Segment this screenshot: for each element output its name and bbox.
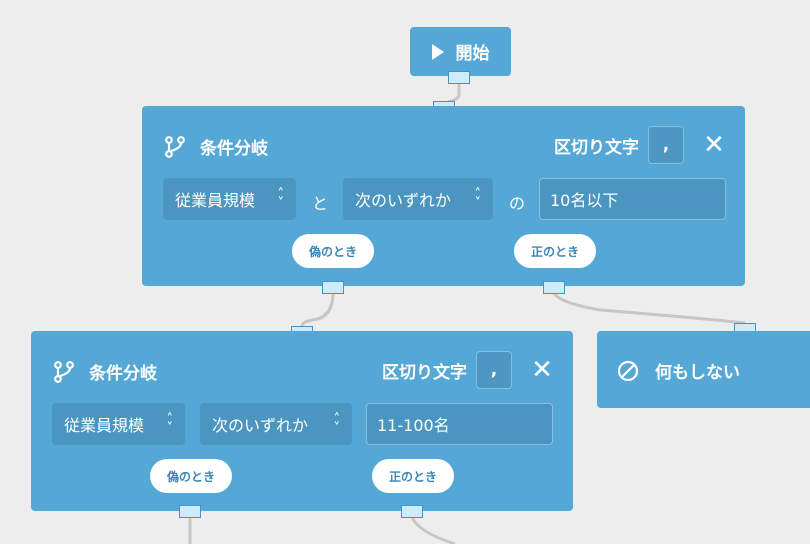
field-select-value: 従業員規模 bbox=[64, 416, 145, 435]
connector-of: の bbox=[509, 194, 526, 213]
match-select-value: 次のいずれか bbox=[212, 416, 309, 435]
branch-icon bbox=[54, 360, 74, 383]
do-nothing-node[interactable]: 何もしない bbox=[597, 331, 810, 408]
separator-label: 区切り文字 bbox=[554, 137, 639, 158]
play-icon bbox=[431, 43, 444, 60]
no-entry-icon bbox=[617, 360, 639, 381]
true-branch-pill[interactable]: 正のとき bbox=[514, 234, 596, 268]
branch-node-1[interactable]: 条件分岐 区切り文字 , ✕ 従業員規模 ˄˅ と 次のいずれか ˄˅ の 10… bbox=[142, 106, 745, 286]
chevron-updown-icon: ˄˅ bbox=[333, 412, 341, 436]
branch-icon bbox=[165, 135, 185, 158]
chevron-updown-icon: ˄˅ bbox=[277, 187, 285, 211]
start-label: 開始 bbox=[455, 44, 490, 64]
value-input[interactable]: 11-100名 bbox=[366, 403, 553, 445]
wire-start-to-branch1 bbox=[444, 82, 461, 105]
branch2-separator-group: 区切り文字 , ✕ bbox=[382, 351, 557, 389]
wire-branch2-true-out bbox=[410, 516, 456, 544]
wire-branch1-true-to-nothing bbox=[552, 292, 746, 325]
branch1-false-port[interactable] bbox=[322, 281, 344, 294]
branch1-separator-group: 区切り文字 , ✕ bbox=[554, 126, 729, 164]
branch-node-2[interactable]: 条件分岐 区切り文字 , ✕ 従業員規模 ˄˅ 次のいずれか ˄˅ 11-100… bbox=[31, 331, 573, 511]
true-branch-pill[interactable]: 正のとき bbox=[372, 459, 454, 493]
chevron-updown-icon: ˄˅ bbox=[166, 412, 174, 436]
branch2-title-text: 条件分岐 bbox=[89, 364, 157, 384]
separator-input[interactable]: , bbox=[476, 351, 512, 389]
do-nothing-label: 何もしない bbox=[655, 363, 740, 383]
match-select[interactable]: 次のいずれか ˄˅ bbox=[343, 178, 493, 220]
connector-to: と bbox=[312, 194, 329, 213]
separator-label: 区切り文字 bbox=[382, 362, 467, 383]
branch2-title: 条件分岐 bbox=[53, 359, 157, 384]
branch1-true-port[interactable] bbox=[543, 281, 565, 294]
separator-input[interactable]: , bbox=[648, 126, 684, 164]
branch1-title: 条件分岐 bbox=[164, 134, 268, 159]
field-select-value: 従業員規模 bbox=[175, 191, 256, 210]
wire-branch1-false-to-branch2 bbox=[300, 292, 335, 327]
do-nothing-content: 何もしない bbox=[617, 358, 740, 383]
field-select[interactable]: 従業員規模 ˄˅ bbox=[163, 178, 296, 220]
false-branch-pill[interactable]: 偽のとき bbox=[292, 234, 374, 268]
close-icon[interactable]: ✕ bbox=[531, 355, 553, 385]
field-select[interactable]: 従業員規模 ˄˅ bbox=[52, 403, 185, 445]
match-select-value: 次のいずれか bbox=[355, 191, 452, 210]
match-select[interactable]: 次のいずれか ˄˅ bbox=[200, 403, 352, 445]
branch2-false-port[interactable] bbox=[179, 505, 201, 518]
close-icon[interactable]: ✕ bbox=[703, 130, 725, 160]
value-input[interactable]: 10名以下 bbox=[539, 178, 726, 220]
start-output-port[interactable] bbox=[448, 71, 470, 84]
start-node[interactable]: 開始 bbox=[410, 27, 511, 76]
false-branch-pill[interactable]: 偽のとき bbox=[150, 459, 232, 493]
chevron-updown-icon: ˄˅ bbox=[474, 187, 482, 211]
branch1-title-text: 条件分岐 bbox=[200, 139, 268, 159]
branch2-true-port[interactable] bbox=[401, 505, 423, 518]
